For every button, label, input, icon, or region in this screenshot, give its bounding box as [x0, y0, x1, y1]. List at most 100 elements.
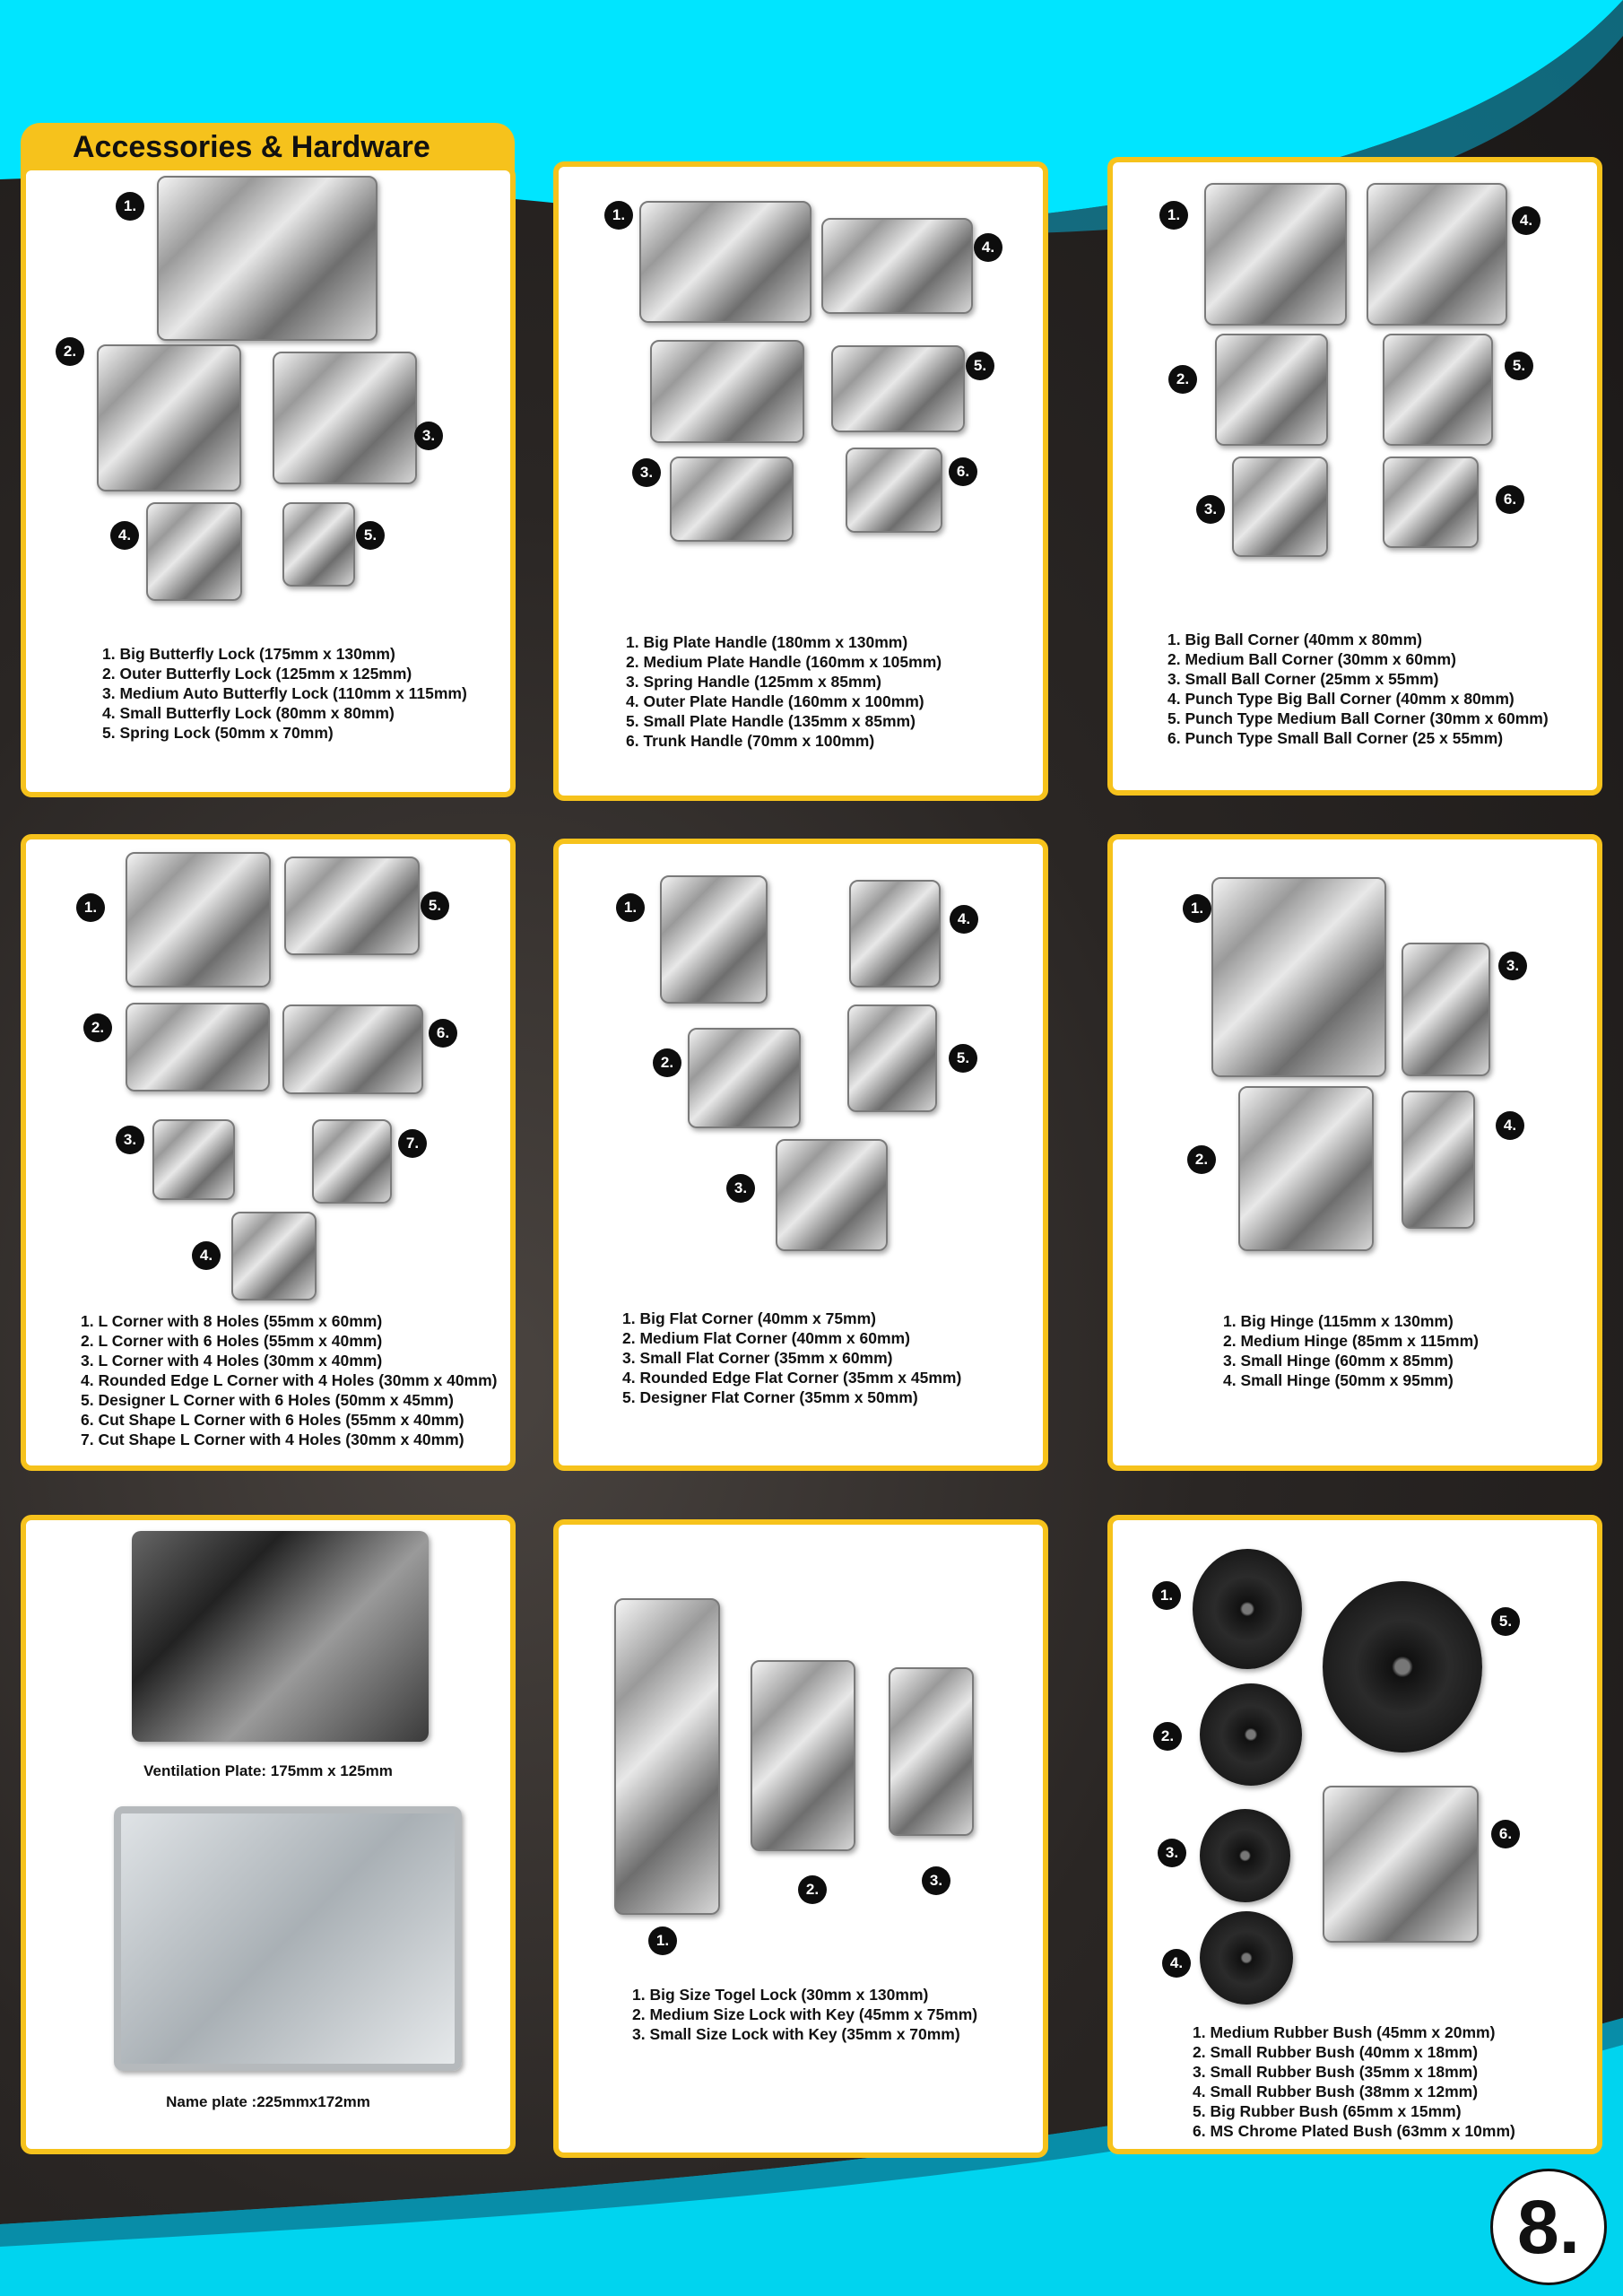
product-image: [114, 1806, 462, 2071]
spec-item: 5. Small Plate Handle (135mm x 85mm): [626, 712, 916, 730]
product-image: [1232, 457, 1328, 557]
product-image: [614, 1598, 720, 1915]
spec-item: 6. Cut Shape L Corner with 6 Holes (55mm…: [81, 1411, 464, 1429]
spec-item: 4. Small Hinge (50mm x 95mm): [1223, 1371, 1454, 1389]
product-image: [1238, 1086, 1374, 1251]
number-badge: 4.: [1512, 206, 1541, 235]
number-badge: 2.: [56, 337, 84, 366]
product-image: [889, 1667, 974, 1836]
number-badge: 3.: [414, 422, 443, 450]
spec-item: 1. Big Hinge (115mm x 130mm): [1223, 1312, 1454, 1330]
number-badge: 4.: [950, 905, 978, 934]
product-image: [126, 852, 271, 987]
spec-item: 3. Small Ball Corner (25mm x 55mm): [1167, 670, 1439, 688]
product-image: [282, 1004, 423, 1094]
number-badge: 1.: [1183, 894, 1211, 923]
product-image: [1193, 1549, 1302, 1669]
spec-item: 2. Medium Size Lock with Key (45mm x 75m…: [632, 2005, 978, 2023]
number-badge: 1.: [1152, 1581, 1181, 1610]
spec-item: 1. L Corner with 8 Holes (55mm x 60mm): [81, 1312, 383, 1330]
spec-item: 4. Rounded Edge Flat Corner (35mm x 45mm…: [622, 1369, 962, 1387]
spec-list: 1. Big Ball Corner (40mm x 80mm)2. Mediu…: [1167, 630, 1549, 748]
product-image: [1200, 1809, 1290, 1902]
spec-item: 3. Medium Auto Butterfly Lock (110mm x 1…: [102, 684, 467, 702]
product-image: [1215, 334, 1328, 446]
spec-item: 2. Medium Ball Corner (30mm x 60mm): [1167, 650, 1456, 668]
number-badge: 1.: [616, 893, 645, 922]
product-image: [97, 344, 241, 491]
number-badge: 5.: [356, 521, 385, 550]
number-badge: 3.: [116, 1126, 144, 1154]
spec-item: 2. Medium Flat Corner (40mm x 60mm): [622, 1329, 910, 1347]
product-image: [282, 502, 355, 587]
spec-list: 1. Big Size Togel Lock (30mm x 130mm)2. …: [632, 1985, 977, 2044]
product-image: [152, 1119, 235, 1200]
product-image: [312, 1119, 392, 1204]
product-image: [1200, 1683, 1302, 1786]
number-badge: 2.: [653, 1048, 681, 1077]
number-badge: 2.: [798, 1875, 827, 1904]
caption: Name plate :225mmx172mm: [166, 2093, 370, 2110]
spec-list: 1. Medium Rubber Bush (45mm x 20mm) 2. Sm…: [1193, 2022, 1515, 2141]
number-badge: 1.: [116, 192, 144, 221]
number-badge: 2.: [83, 1013, 112, 1042]
spec-item: 4. Punch Type Big Ball Corner (40mm x 80…: [1167, 690, 1515, 708]
product-image: [639, 201, 812, 323]
spec-item: 4. Outer Plate Handle (160mm x 100mm): [626, 692, 924, 710]
number-badge: 1.: [604, 201, 633, 230]
product-image: [831, 345, 965, 432]
product-image: [849, 880, 941, 987]
number-badge: 3.: [726, 1174, 755, 1203]
product-image: [1211, 877, 1386, 1077]
product-image: [1367, 183, 1507, 326]
product-image: [146, 502, 242, 601]
number-badge: 7.: [398, 1129, 427, 1158]
number-badge: 2.: [1187, 1145, 1216, 1174]
number-badge: 5.: [949, 1044, 977, 1073]
spec-list: 1. Big Flat Corner (40mm x 75mm) 2. Mediu…: [622, 1309, 961, 1407]
number-badge: 3.: [1196, 495, 1225, 524]
panel-ball-corners: [1107, 157, 1602, 796]
spec-item: 1. Medium Rubber Bush (45mm x 20mm): [1193, 2023, 1496, 2041]
spec-item: 4. Small Rubber Bush (38mm x 12mm): [1193, 2083, 1479, 2100]
spec-item: 3. L Corner with 4 Holes (30mm x 40mm): [81, 1352, 383, 1370]
spec-item: 2. Small Rubber Bush (40mm x 18mm): [1193, 2043, 1479, 2061]
product-image: [821, 218, 973, 314]
number-badge: 1.: [648, 1926, 677, 1955]
spec-list: 1. L Corner with 8 Holes (55mm x 60mm)2.…: [81, 1311, 498, 1449]
spec-item: 3. Spring Handle (125mm x 85mm): [626, 673, 881, 691]
spec-item: 1. Big Butterfly Lock (175mm x 130mm): [102, 645, 395, 663]
number-badge: 6.: [1491, 1820, 1520, 1848]
product-image: [1402, 1091, 1475, 1229]
product-image: [1323, 1786, 1479, 1943]
number-badge: 5.: [1491, 1607, 1520, 1636]
caption: Ventilation Plate: 175mm x 125mm: [143, 1762, 393, 1779]
number-badge: 6.: [1496, 485, 1524, 514]
spec-item: 1. Big Size Togel Lock (30mm x 130mm): [632, 1986, 929, 2004]
spec-item: 6. Punch Type Small Ball Corner (25 x 55…: [1167, 729, 1504, 747]
product-image: [751, 1660, 855, 1851]
spec-item: 6. Trunk Handle (70mm x 100mm): [626, 732, 875, 750]
number-badge: 3.: [1158, 1839, 1186, 1867]
product-image: [157, 176, 378, 341]
spec-item: 3. Small Size Lock with Key (35mm x 70mm…: [632, 2025, 960, 2043]
spec-item: 2. Outer Butterfly Lock (125mm x 125mm): [102, 665, 412, 683]
spec-item: 5. Designer Flat Corner (35mm x 50mm): [622, 1388, 918, 1406]
spec-item: 3. Small Hinge (60mm x 85mm): [1223, 1352, 1454, 1370]
spec-list: 1. Big Butterfly Lock (175mm x 130mm) 2. …: [102, 644, 467, 743]
spec-item: 1. Big Flat Corner (40mm x 75mm): [622, 1309, 876, 1327]
spec-item: 5. Big Rubber Bush (65mm x 15mm): [1193, 2102, 1462, 2120]
product-image: [284, 857, 420, 955]
spec-item: 3. Small Rubber Bush (35mm x 18mm): [1193, 2063, 1479, 2081]
number-badge: 3.: [922, 1866, 950, 1895]
number-badge: 1.: [1159, 201, 1188, 230]
number-badge: 5.: [1505, 352, 1533, 380]
number-badge: 5.: [421, 891, 449, 920]
spec-item: 3. Small Flat Corner (35mm x 60mm): [622, 1349, 893, 1367]
product-image: [776, 1139, 888, 1251]
product-image: [1383, 334, 1493, 446]
number-badge: 4.: [192, 1241, 221, 1270]
number-badge: 2.: [1153, 1722, 1182, 1751]
product-image: [126, 1003, 270, 1091]
product-image: [670, 457, 794, 542]
